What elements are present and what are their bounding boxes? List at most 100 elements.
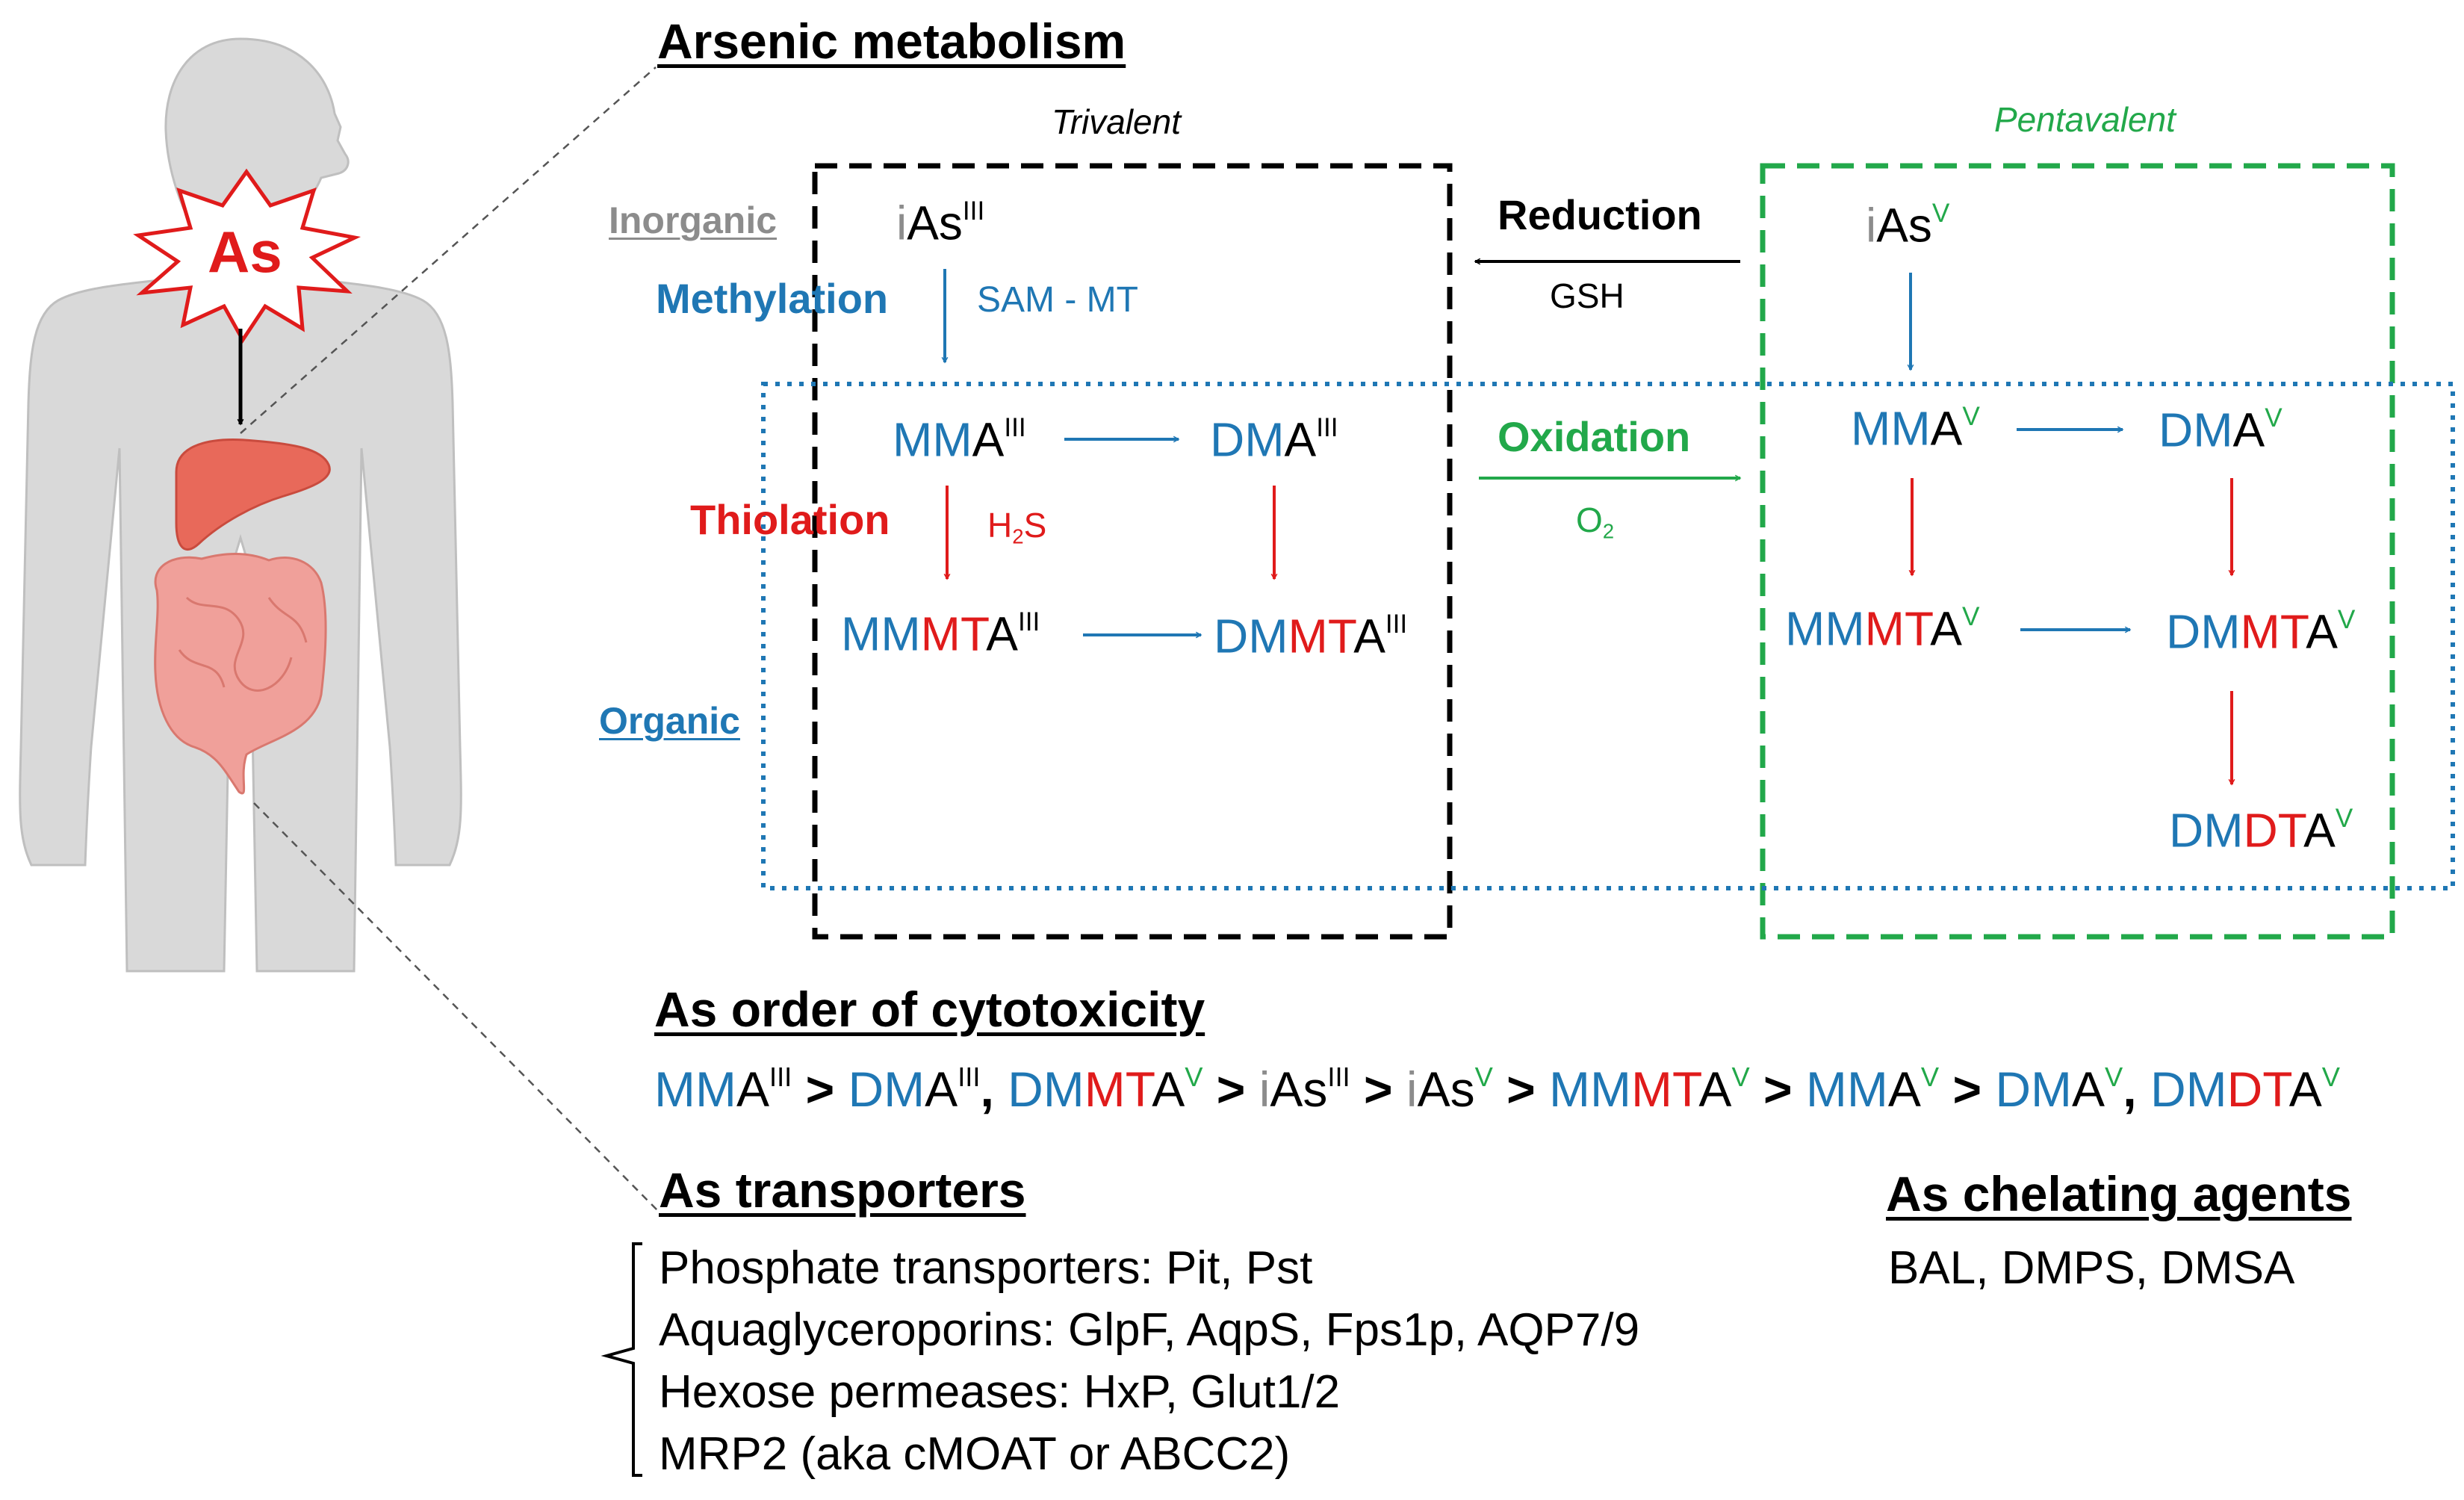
cyto-dma3: DMAIII	[848, 1062, 981, 1118]
cyto-gt: >	[1763, 1062, 1793, 1118]
mma-state: V	[1962, 402, 1980, 431]
transporter-item: MRP2 (aka cMOAT or ABCC2)	[659, 1428, 1291, 1480]
mmmta-state: V	[1961, 602, 1980, 631]
dmmta-mid: MT	[2240, 604, 2306, 659]
oxidation-label: Oxidation	[1498, 413, 1691, 460]
cyto-mmmta5: MMMTAV	[1549, 1062, 1750, 1118]
dma-state: III	[1316, 413, 1338, 442]
leader-line-bottom	[253, 802, 658, 1211]
species-ias-trivalent: iAsIII	[896, 198, 984, 247]
cytotoxicity-order: MMAIII > DMAIII, DMMTAV > iAsIII > iAsV …	[654, 1062, 2340, 1118]
mmmta-prefix: MM	[1785, 601, 1865, 656]
cyto-comma: ,	[980, 1062, 994, 1118]
organic-box	[761, 382, 2455, 890]
dma-prefix: DM	[1210, 412, 1285, 467]
thiolation-agent-main: H	[987, 506, 1013, 545]
mmmta-mid: MT	[1864, 601, 1931, 656]
mmmta-prefix: MM	[841, 607, 921, 661]
transporters-bracket	[601, 1242, 642, 1477]
mma-main: A	[1930, 401, 1963, 456]
mmmta-mid: MT	[920, 607, 987, 661]
cytotoxicity-heading: As order of cytotoxicity	[654, 982, 1205, 1037]
methylation-label: Methylation	[656, 275, 889, 322]
dmmta-state: III	[1385, 610, 1408, 639]
species-dmdta-pentavalent: DMDTAV	[2169, 805, 2353, 854]
dmmta-prefix: DM	[2166, 604, 2241, 659]
mma-prefix: MM	[893, 412, 972, 467]
cyto-dma5: DMAV	[1995, 1062, 2123, 1118]
dmdta-mid: DT	[2243, 803, 2304, 858]
species-dma-trivalent: DMAIII	[1210, 415, 1338, 463]
dmdta-state: V	[2335, 804, 2353, 833]
cyto-gt: >	[1506, 1062, 1536, 1118]
cyto-gt: >	[805, 1062, 835, 1118]
ias-state: III	[962, 196, 985, 226]
dmmta-main: A	[1353, 609, 1385, 663]
dma-prefix: DM	[2159, 403, 2233, 457]
species-dmmta-trivalent: DMMTAIII	[1214, 611, 1407, 660]
arsenic-label: As	[208, 219, 282, 285]
species-mmmta-pentavalent: MMMTAV	[1785, 604, 1979, 652]
mmmta-main: A	[1930, 601, 1962, 656]
liver-icon	[175, 438, 331, 551]
ias-prefix: i	[1866, 198, 1877, 252]
dmmta-main: A	[2306, 604, 2338, 659]
dma-main: A	[2232, 403, 2265, 457]
species-dma-pentavalent: DMAV	[2159, 405, 2283, 453]
thiolation-label: Thiolation	[690, 496, 890, 543]
reduction-label: Reduction	[1498, 191, 1702, 238]
reduction-agent: GSH	[1550, 276, 1624, 315]
dmmta-mid: MT	[1288, 609, 1354, 663]
cyto-mma3: MMAIII	[654, 1062, 792, 1118]
thiolation-agent-sub: 2	[1012, 524, 1024, 548]
species-mma-pentavalent: MMAV	[1851, 403, 1980, 452]
cyto-ias3: iAsIII	[1259, 1062, 1350, 1118]
trivalent-box	[812, 163, 1453, 940]
inorganic-label: Inorganic	[609, 199, 778, 241]
dmmta-state: V	[2337, 605, 2356, 634]
pentavalent-label: Pentavalent	[1994, 100, 2176, 139]
cyto-dmdta5: DMDTAV	[2150, 1062, 2340, 1118]
cyto-dmmta5: DMMTAV	[1008, 1062, 1203, 1118]
dmmta-prefix: DM	[1214, 609, 1288, 663]
transporter-item: Aquaglyceroporins: GlpF, AqpS, Fps1p, AQ…	[659, 1304, 1640, 1356]
methylation-agent: SAM - MT	[977, 280, 1138, 320]
dma-main: A	[1284, 412, 1317, 467]
dmdta-prefix: DM	[2169, 803, 2244, 858]
species-dmmta-pentavalent: DMMTAV	[2166, 607, 2355, 655]
transporters-heading: As transporters	[659, 1162, 1026, 1218]
thiolation-agent-tail: S	[1023, 506, 1047, 545]
organic-label: Organic	[599, 700, 740, 742]
oxidation-agent-sub: 2	[1602, 519, 1615, 543]
mma-main: A	[972, 412, 1005, 467]
intestine-icon	[154, 553, 327, 795]
cyto-comma: ,	[2123, 1062, 2137, 1118]
ias-prefix: i	[896, 196, 907, 250]
species-ias-pentavalent: iAsV	[1866, 200, 1949, 249]
cyto-gt: >	[1952, 1062, 1982, 1118]
mma-prefix: MM	[1851, 401, 1931, 456]
trivalent-label: Trivalent	[1052, 102, 1181, 141]
leader-line-top	[240, 66, 657, 434]
page-title: Arsenic metabolism	[657, 13, 1126, 69]
transporter-item: Hexose permeases: HxP, Glut1/2	[659, 1366, 1341, 1418]
transporter-item: Phosphate transporters: Pit, Pst	[659, 1242, 1313, 1294]
thiolation-agent: H2S	[987, 508, 1046, 547]
oxidation-agent-main: O	[1576, 500, 1603, 539]
cyto-gt: >	[1364, 1062, 1393, 1118]
ias-state: V	[1931, 199, 1950, 228]
chelating-heading: As chelating agents	[1886, 1166, 2352, 1221]
ias-main: As	[1876, 198, 1932, 252]
chelating-list: BAL, DMPS, DMSA	[1888, 1242, 2295, 1294]
species-mma-trivalent: MMAIII	[893, 415, 1026, 463]
cyto-mma5: MMAV	[1805, 1062, 1940, 1118]
species-mmmta-trivalent: MMMTAIII	[841, 609, 1040, 657]
pentavalent-box	[1760, 163, 2395, 940]
oxidation-agent: O2	[1576, 503, 1614, 542]
cyto-gt: >	[1216, 1062, 1246, 1118]
ias-main: As	[907, 196, 963, 250]
cyto-ias5: iAsV	[1406, 1062, 1493, 1118]
mma-state: III	[1004, 413, 1026, 442]
